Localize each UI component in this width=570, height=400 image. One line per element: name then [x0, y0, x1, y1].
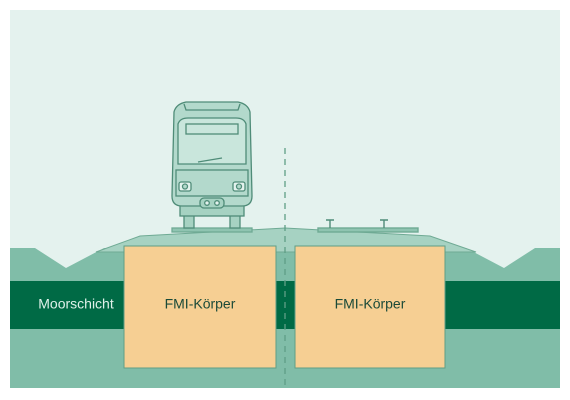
fmi-body-left-label: FMI-Körper — [165, 296, 236, 312]
fmi-body-right-label: FMI-Körper — [335, 296, 406, 312]
moor-layer-label: Moorschicht — [38, 296, 114, 312]
tram-front-view — [171, 101, 253, 233]
fmi-body-right — [294, 245, 446, 369]
rail-pair-right — [317, 219, 419, 233]
fmi-body-left — [123, 245, 277, 369]
